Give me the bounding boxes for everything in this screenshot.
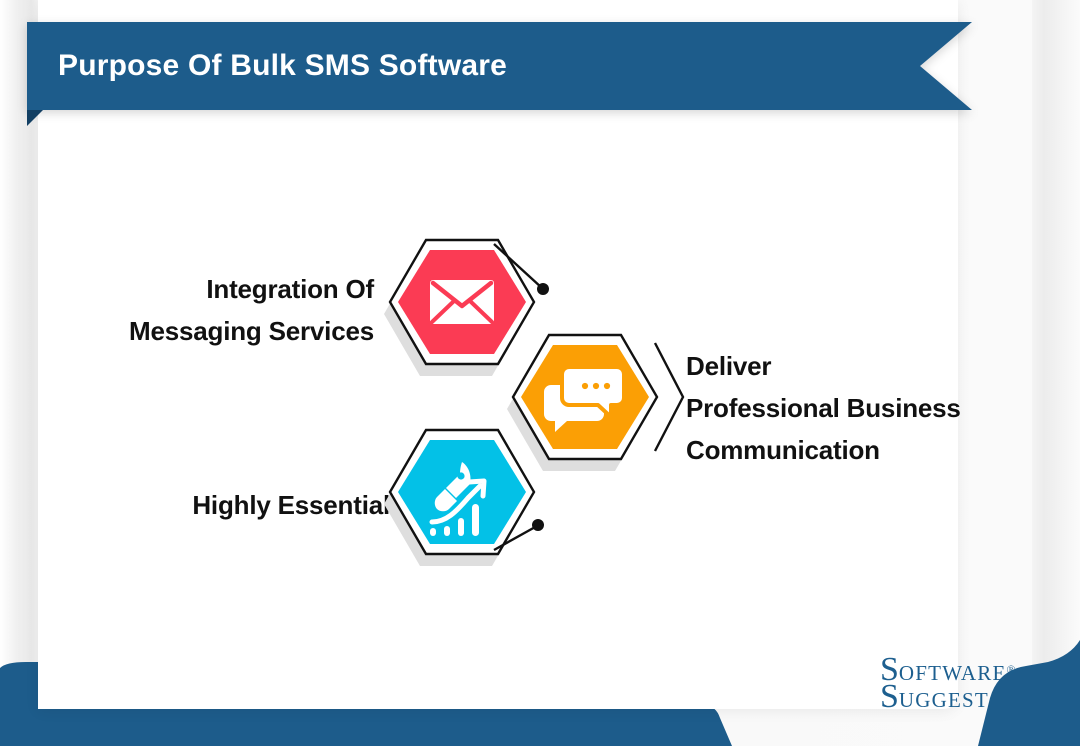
logo-line-2: SUGGEST — [880, 680, 1016, 714]
connector-chevron-deliver — [653, 342, 685, 452]
connector-line-essential — [493, 524, 538, 552]
page-edge-right — [1032, 0, 1080, 746]
node-label-integration: Integration Of Messaging Services — [129, 274, 374, 347]
logo-cap-s-1: S — [880, 651, 899, 688]
connector-dot-integration — [537, 283, 549, 295]
rocket-growth-icon — [429, 462, 487, 536]
connector-dot-essential — [532, 519, 544, 531]
hexagon-node-deliver[interactable] — [505, 323, 705, 483]
node-label-essential: Highly Essential — [192, 490, 390, 520]
header-ribbon — [27, 22, 972, 110]
page-edge-left — [0, 0, 40, 746]
brand-logo: SOFTWARE® SUGGEST — [880, 653, 1016, 714]
node-label-deliver: Deliver Professional Business Communicat… — [686, 351, 961, 466]
logo-line-1: SOFTWARE® — [880, 653, 1016, 687]
logo-text-software: OFTWARE — [898, 661, 1007, 685]
hexagon-node-essential[interactable] — [382, 418, 582, 578]
logo-cap-s-2: S — [880, 678, 899, 715]
page-title: Purpose Of Bulk SMS Software — [58, 49, 508, 82]
registered-icon: ® — [1006, 662, 1016, 677]
chat-bubbles-icon — [544, 365, 626, 432]
envelope-icon — [430, 280, 494, 324]
decoration-bottom-left — [0, 648, 760, 746]
decoration-bottom-right — [920, 640, 1080, 746]
connector-line-integration — [493, 243, 543, 289]
logo-text-suggest: UGGEST — [898, 688, 989, 712]
hexagon-node-integration[interactable] — [382, 228, 582, 388]
